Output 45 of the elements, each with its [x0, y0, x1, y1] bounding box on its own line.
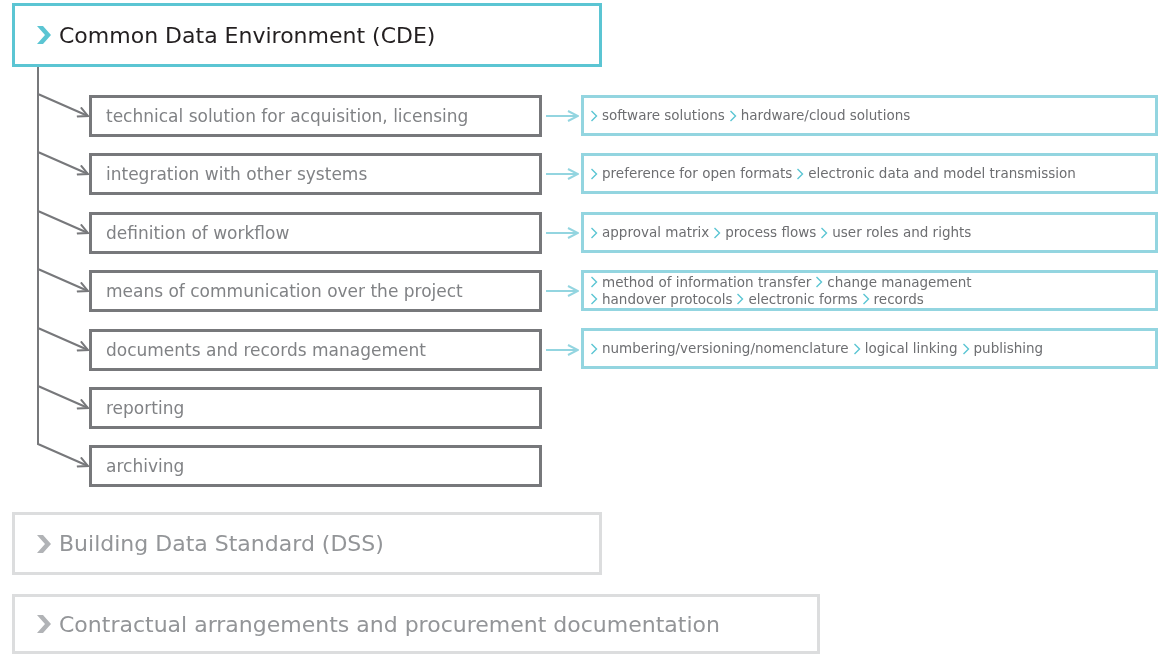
section-header-box [12, 512, 602, 575]
topic-label: archiving [106, 456, 185, 476]
item-text: records [873, 290, 924, 308]
item-text: numbering/versioning/nomenclature [602, 340, 849, 357]
detail-box [581, 153, 1158, 194]
topic-label: means of communication over the project [106, 281, 463, 301]
topic-label: documents and records management [106, 340, 426, 360]
detail-box [581, 212, 1158, 253]
arrow [545, 227, 579, 239]
topic-box [89, 153, 542, 195]
topic-label: technical solution for acquisition, licensing [106, 106, 469, 126]
item-text: electronic forms [748, 290, 858, 308]
section-title: Common Data Environment (CDE) [59, 22, 436, 48]
item-text: software solutions [602, 107, 725, 124]
item-text: process flows [725, 224, 817, 241]
item-text: change management [827, 273, 972, 291]
item-text: publishing [973, 340, 1044, 357]
topic-box [89, 270, 542, 312]
item-text: preference for open formats [602, 165, 793, 182]
section-header-box [12, 3, 602, 67]
topic-label: reporting [106, 398, 185, 418]
item-text: method of information transfer [602, 273, 812, 291]
detail-box [581, 270, 1158, 311]
arrow [545, 344, 579, 356]
topic-box [89, 445, 542, 487]
item-text: handover protocols [602, 290, 733, 308]
section-title: Contractual arrangements and procurement documentation [59, 611, 720, 637]
topic-label: definition of workflow [106, 223, 290, 243]
detail-box [581, 95, 1158, 136]
topic-box [89, 212, 542, 254]
item-text: approval matrix [602, 224, 710, 241]
item-text: user roles and rights [832, 224, 972, 241]
item-text: hardware/cloud solutions [740, 107, 911, 124]
item-text: electronic data and model transmission [808, 165, 1076, 182]
item-text: logical linking [864, 340, 958, 357]
arrow [545, 110, 579, 122]
section-header-box [12, 594, 820, 654]
topic-box [89, 95, 542, 137]
topic-box [89, 329, 542, 371]
section-title: Building Data Standard (DSS) [59, 531, 384, 556]
detail-box [581, 328, 1158, 369]
arrow [545, 168, 579, 180]
topic-label: integration with other systems [106, 164, 368, 184]
topic-box [89, 387, 542, 429]
arrow [545, 285, 579, 297]
